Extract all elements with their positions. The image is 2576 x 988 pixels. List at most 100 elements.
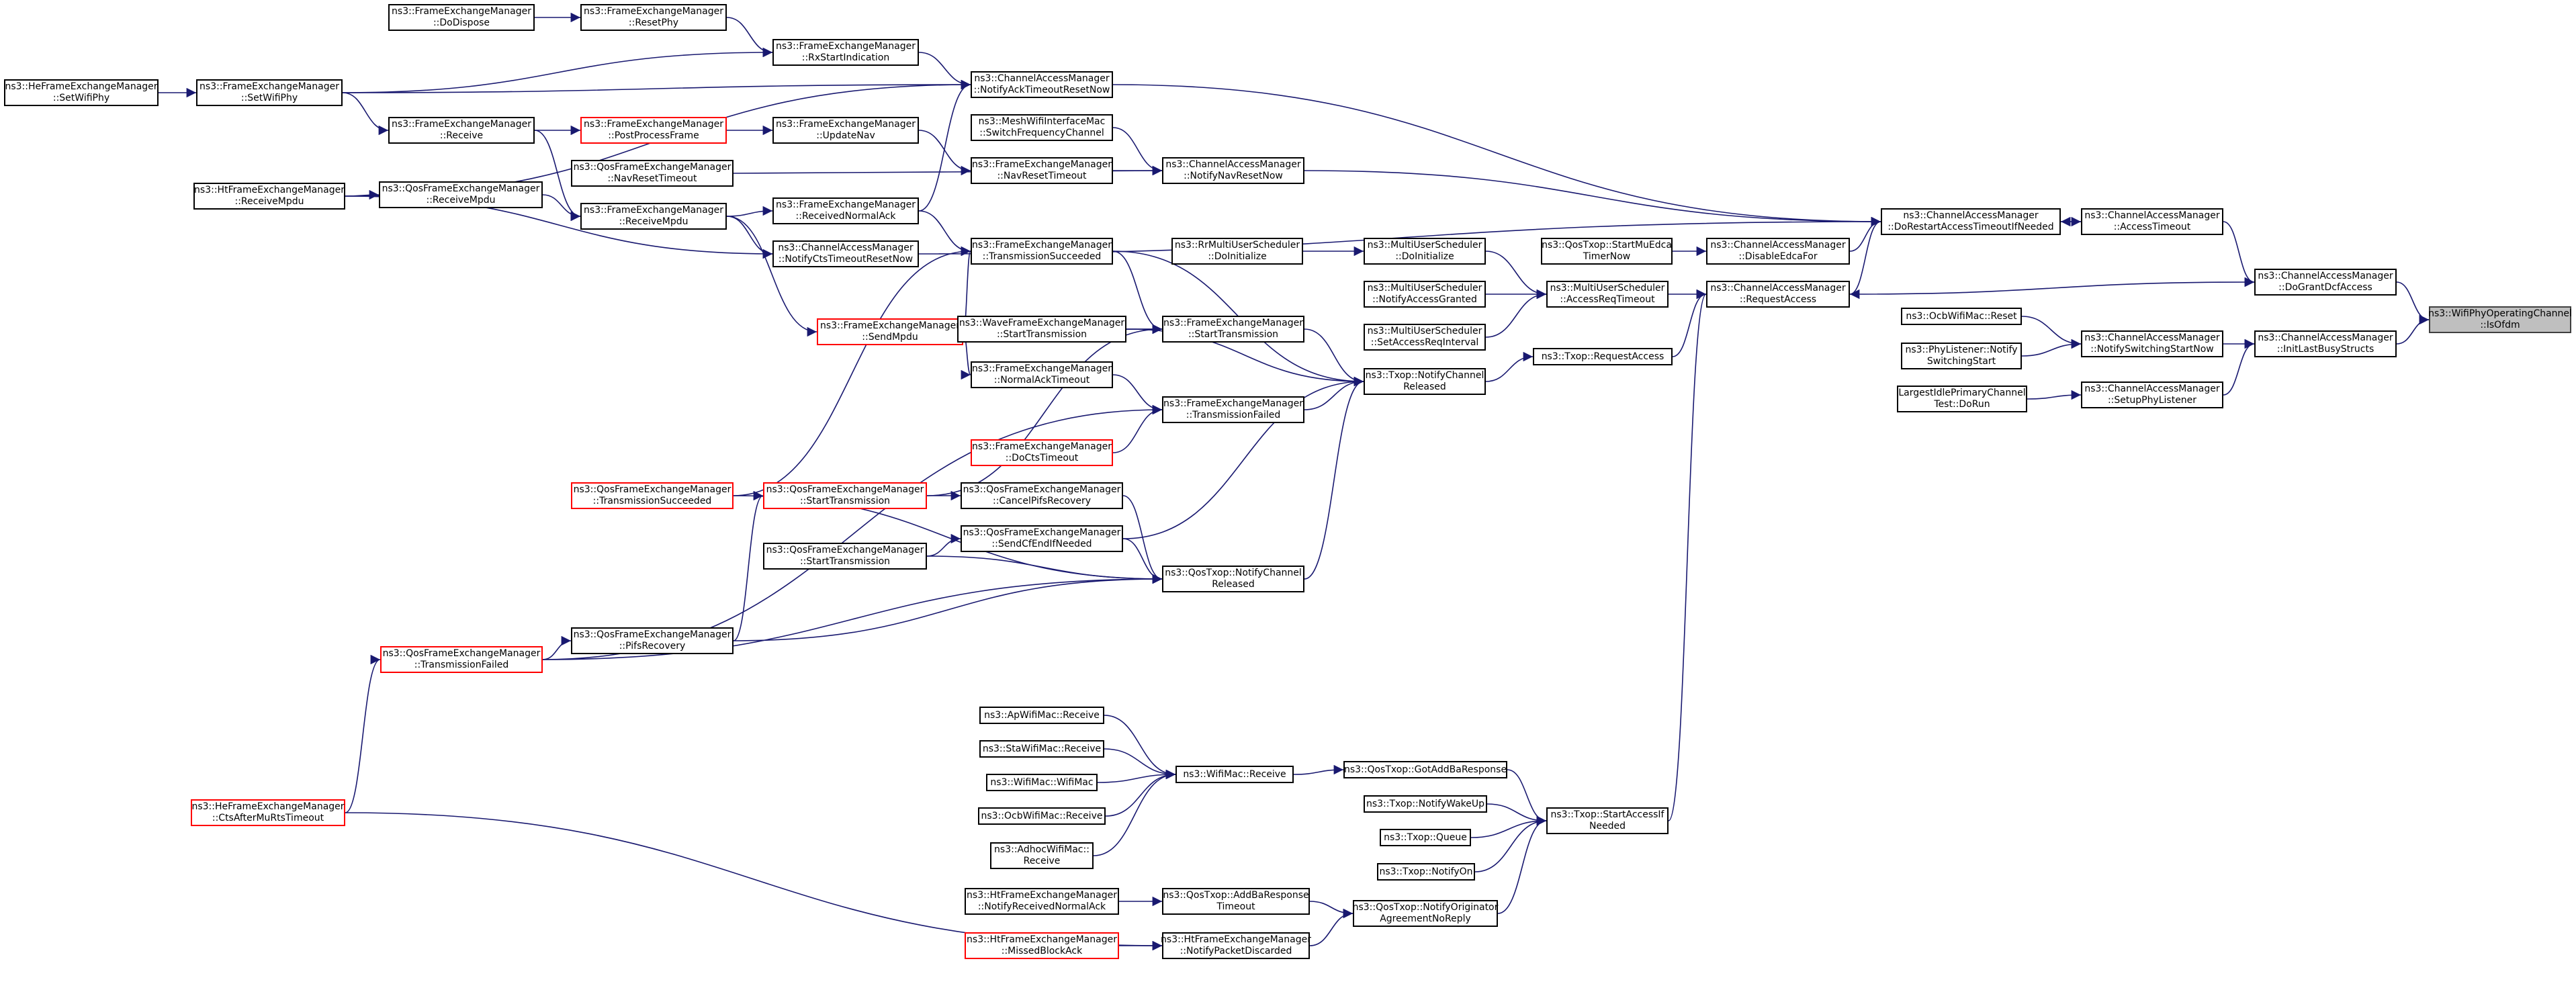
node-frame-exchange-manager-received-normal-ack[interactable]: ns3::FrameExchangeManager::ReceivedNorma… [772, 197, 919, 224]
node-channel-access-manager-init-last-busy-structs[interactable]: ns3::ChannelAccessManager::InitLastBusyS… [2254, 330, 2397, 357]
node-wifi-mac-wifi-mac[interactable]: ns3::WifiMac::WifiMac [986, 774, 1098, 791]
edge-n_he_ctsafter-to-n_notifypktdiscard [345, 812, 1163, 951]
node-frame-exchange-manager-reset-phy[interactable]: ns3::FrameExchangeManager::ResetPhy [580, 4, 727, 31]
edge-n_largest-to-n_setupphy [2027, 390, 2082, 400]
node-frame-exchange-manager-normal-ack-timeout[interactable]: ns3::FrameExchangeManager::NormalAckTime… [971, 361, 1113, 388]
node-qos-frame-exchange-manager-send-cf-end-if-needed[interactable]: ns3::QosFrameExchangeManager::SendCfEndI… [961, 525, 1123, 552]
node-adhoc-wifi-mac-receive[interactable]: ns3::AdhocWifiMac::Receive [990, 842, 1094, 869]
node-frame-exchange-manager-set-wifi-phy[interactable]: ns3::FrameExchangeManager::SetWifiPhy [196, 79, 343, 106]
node-multi-user-scheduler-set-access-req-interval[interactable]: ns3::MultiUserScheduler::SetAccessReqInt… [1364, 324, 1486, 351]
edge-n_receivempdu-to-n_sendmpdu [726, 216, 817, 337]
node-channel-access-manager-do-restart-access-timeout-if-needed[interactable]: ns3::ChannelAccessManager::DoRestartAcce… [1881, 208, 2061, 235]
edge-n_resetphy-to-n_rxstart [726, 17, 773, 58]
edge-n_qos_txsucc-to-n_txsucc [733, 246, 971, 496]
edge-n_initlastbusy-to-n_root [2396, 314, 2430, 345]
edge-n_accesstimeout-to-n_dogrant [2223, 221, 2255, 287]
node-channel-access-manager-request-access[interactable]: ns3::ChannelAccessManager::RequestAccess [1706, 281, 1850, 308]
node-ht-frame-exchange-manager-receive-mpdu[interactable]: ns3::HtFrameExchangeManager::ReceiveMpdu [193, 183, 345, 210]
node-ocb-wifi-mac-receive[interactable]: ns3::OcbWifiMac::Receive [978, 807, 1106, 825]
node-frame-exchange-manager-receive[interactable]: ns3::FrameExchangeManager::Receive [388, 117, 535, 144]
edge-n_sendcfend-to-n_qostxop_notifyreleased [1122, 538, 1163, 584]
edge-n_receivempdu-to-n_ctsreset [726, 216, 773, 259]
edge-n_mu_setinterval-to-n_mu_reqtimeout [1485, 289, 1547, 338]
edge-n_notifyorig-to-n_startaccess [1497, 815, 1547, 914]
node-frame-exchange-manager-update-nav[interactable]: ns3::FrameExchangeManager::UpdateNav [772, 117, 919, 144]
node-qos-frame-exchange-manager-start-transmission-red[interactable]: ns3::QosFrameExchangeManager::StartTrans… [763, 482, 927, 509]
node-wave-frame-exchange-manager-start-transmission[interactable]: ns3::WaveFrameExchangeManager::StartTran… [957, 316, 1126, 343]
node-frame-exchange-manager-nav-reset-timeout[interactable]: ns3::FrameExchangeManager::NavResetTimeo… [971, 157, 1113, 184]
node-he-frame-exchange-manager-set-wifi-phy[interactable]: ns3::HeFrameExchangeManager::SetWifiPhy [4, 79, 159, 106]
node-mesh-wifi-interface-mac-switch-frequency-channel[interactable]: ns3::MeshWifiInterfaceMac::SwitchFrequen… [971, 114, 1113, 141]
node-multi-user-scheduler-do-initialize[interactable]: ns3::MultiUserScheduler::DoInitialize [1364, 238, 1486, 265]
node-wifi-mac-receive[interactable]: ns3::WifiMac::Receive [1175, 766, 1294, 783]
node-frame-exchange-manager-transmission-succeeded[interactable]: ns3::FrameExchangeManager::TransmissionS… [971, 238, 1113, 265]
node-channel-access-manager-disable-edca-for[interactable]: ns3::ChannelAccessManager::DisableEdcaFo… [1706, 238, 1850, 265]
edge-n_disableedca-to-n_restart [1849, 216, 1881, 252]
node-channel-access-manager-notify-nav-reset-now[interactable]: ns3::ChannelAccessManager::NotifyNavRese… [1162, 157, 1304, 184]
node-channel-access-manager-notify-cts-timeout-reset-now[interactable]: ns3::ChannelAccessManager::NotifyCtsTime… [772, 240, 919, 267]
edge-n_pifs-to-n_qos_start_red [733, 490, 764, 641]
node-frame-exchange-manager-transmission-failed[interactable]: ns3::FrameExchangeManager::TransmissionF… [1162, 396, 1304, 423]
node-channel-access-manager-do-grant-dcf-access[interactable]: ns3::ChannelAccessManager::DoGrantDcfAcc… [2254, 269, 2397, 296]
edge-n_ackreset-to-n_restart [1112, 84, 1881, 227]
node-frame-exchange-manager-do-cts-timeout[interactable]: ns3::FrameExchangeManager::DoCtsTimeout [971, 439, 1113, 466]
edge-n_pifs-to-n_qostxop_notifyreleased [733, 574, 1163, 641]
node-txop-request-access[interactable]: ns3::Txop::RequestAccess [1533, 348, 1673, 365]
node-frame-exchange-manager-rx-start-indication[interactable]: ns3::FrameExchangeManager::RxStartIndica… [772, 39, 919, 66]
node-qos-frame-exchange-manager-nav-reset-timeout[interactable]: ns3::QosFrameExchangeManager::NavResetTi… [571, 160, 734, 187]
edge-n_qostxop_notifyreleased-to-n_txop_notifyreleased [1304, 376, 1364, 580]
edge-n_fem_start-to-n_txop_notifyreleased [1304, 328, 1364, 387]
node-frame-exchange-manager-do-dispose[interactable]: ns3::FrameExchangeManager::DoDispose [388, 4, 535, 31]
node-qos-frame-exchange-manager-pifs-recovery[interactable]: ns3::QosFrameExchangeManager::PifsRecove… [571, 627, 734, 654]
node-qos-frame-exchange-manager-transmission-succeeded[interactable]: ns3::QosFrameExchangeManager::Transmissi… [571, 482, 734, 509]
edge-n_gotaddba-to-n_startaccess [1507, 769, 1547, 826]
node-frame-exchange-manager-post-process-frame[interactable]: ns3::FrameExchangeManager::PostProcessFr… [580, 117, 727, 144]
node-frame-exchange-manager-send-mpdu[interactable]: ns3::FrameExchangeManager::SendMpdu [817, 318, 963, 345]
edge-n_restart-to-n_requestaccess [1849, 221, 1881, 300]
edge-n_docts-to-n_txfailed [1112, 404, 1163, 453]
edge-n_mu_init-to-n_mu_reqtimeout [1485, 251, 1547, 300]
node-channel-access-manager-access-timeout[interactable]: ns3::ChannelAccessManager::AccessTimeout [2081, 208, 2223, 235]
node-qos-frame-exchange-manager-transmission-failed[interactable]: ns3::QosFrameExchangeManager::Transmissi… [380, 646, 543, 673]
node-ap-wifi-mac-receive[interactable]: ns3::ApWifiMac::Receive [979, 707, 1104, 724]
node-channel-access-manager-setup-phy-listener[interactable]: ns3::ChannelAccessManager::SetupPhyListe… [2081, 381, 2223, 408]
node-channel-access-manager-notify-switching-start-now[interactable]: ns3::ChannelAccessManager::NotifySwitchi… [2081, 330, 2223, 357]
node-txop-notify-on[interactable]: ns3::Txop::NotifyOn [1377, 863, 1475, 881]
edge-n_wifimac_receive-to-n_gotaddba [1293, 764, 1344, 775]
node-qos-txop-got-add-ba-response[interactable]: ns3::QosTxop::GotAddBaResponse [1343, 761, 1507, 778]
node-wifi-phy-operating-channel-is-ofdm[interactable]: ns3::WifiPhyOperatingChannel::IsOfdm [2428, 306, 2572, 333]
edge-n_sendcfend-to-n_txop_notifyreleased [1122, 376, 1364, 539]
edge-n_startaccess-to-n_requestaccess [1668, 289, 1707, 821]
node-multi-user-scheduler-notify-access-granted[interactable]: ns3::MultiUserScheduler::NotifyAccessGra… [1364, 281, 1486, 308]
node-qos-frame-exchange-manager-start-transmission[interactable]: ns3::QosFrameExchangeManager::StartTrans… [763, 543, 927, 570]
node-qos-frame-exchange-manager-cancel-pifs-recovery[interactable]: ns3::QosFrameExchangeManager::CancelPifs… [961, 482, 1123, 509]
node-ocb-wifi-mac-reset[interactable]: ns3::OcbWifiMac::Reset [1901, 308, 2022, 325]
node-ht-frame-exchange-manager-notify-received-normal-ack[interactable]: ns3::HtFrameExchangeManager::NotifyRecei… [965, 888, 1119, 915]
node-ht-frame-exchange-manager-notify-packet-discarded[interactable]: ns3::HtFrameExchangeManager::NotifyPacke… [1161, 932, 1311, 959]
node-multi-user-scheduler-access-req-timeout[interactable]: ns3::MultiUserScheduler::AccessReqTimeou… [1546, 281, 1669, 308]
edge-n_qos_receivempdu-to-n_receivempdu [542, 194, 581, 222]
node-txop-notify-wake-up[interactable]: ns3::Txop::NotifyWakeUp [1364, 795, 1487, 813]
node-qos-frame-exchange-manager-receive-mpdu[interactable]: ns3::QosFrameExchangeManager::ReceiveMpd… [379, 181, 543, 208]
node-he-frame-exchange-manager-cts-after-mu-rts-timeout[interactable]: ns3::HeFrameExchangeManager::CtsAfterMuR… [191, 799, 345, 826]
edge-n_requestaccess-to-n_dogrant [1849, 277, 2255, 295]
node-rr-multi-user-scheduler-do-initialize[interactable]: ns3::RrMultiUserScheduler::DoInitialize [1171, 238, 1303, 265]
edge-n_qos_start-to-n_qostxop_notifyreleased [926, 555, 1163, 584]
node-channel-access-manager-notify-ack-timeout-reset-now[interactable]: ns3::ChannelAccessManager::NotifyAckTime… [971, 71, 1113, 98]
node-ht-frame-exchange-manager-missed-block-ack[interactable]: ns3::HtFrameExchangeManager::MissedBlock… [965, 932, 1119, 959]
node-sta-wifi-mac-receive[interactable]: ns3::StaWifiMac::Receive [979, 740, 1104, 758]
edge-n_dogrant-to-n_root [2396, 281, 2430, 325]
node-txop-queue[interactable]: ns3::Txop::Queue [1380, 829, 1471, 846]
edge-n_txop_request-to-n_requestaccess [1672, 289, 1707, 357]
node-frame-exchange-manager-start-transmission[interactable]: ns3::FrameExchangeManager::StartTransmis… [1162, 316, 1304, 343]
node-frame-exchange-manager-receive-mpdu[interactable]: ns3::FrameExchangeManager::ReceiveMpdu [580, 203, 727, 230]
